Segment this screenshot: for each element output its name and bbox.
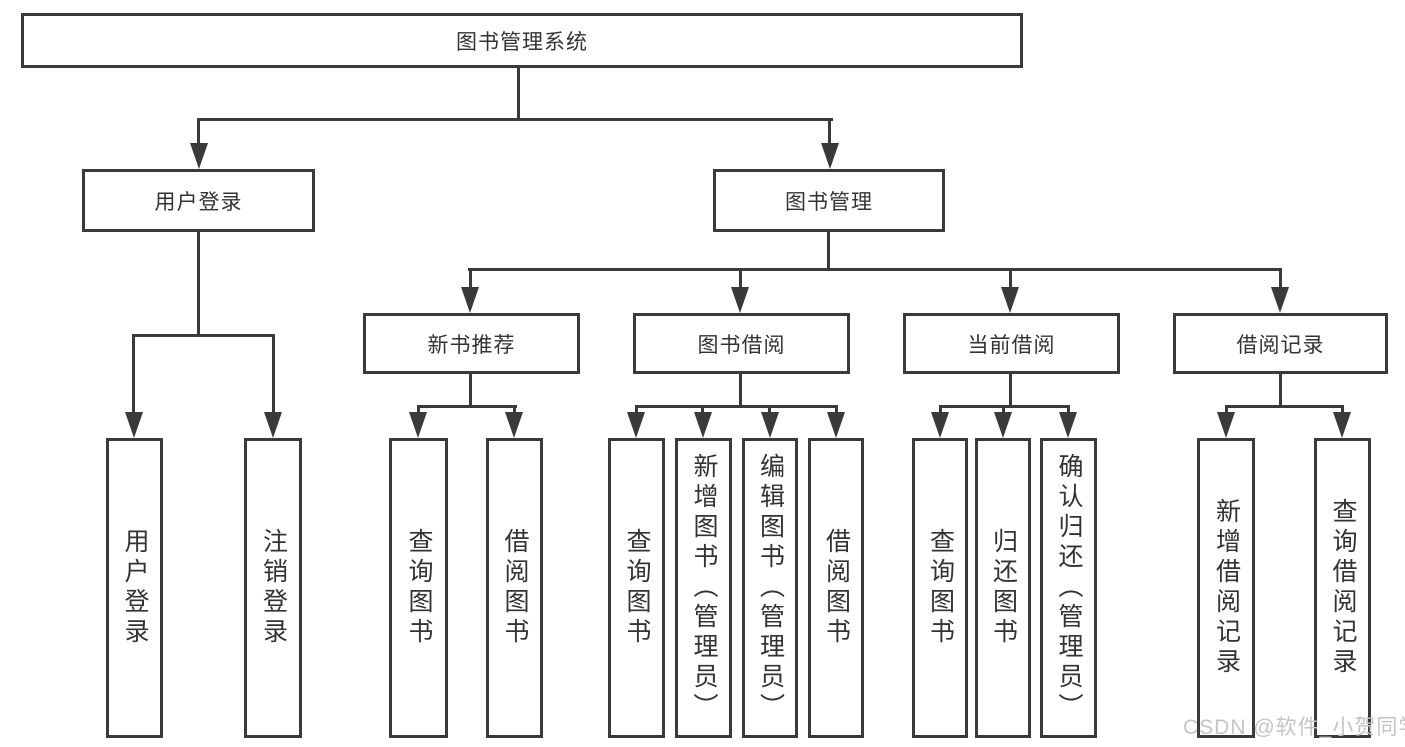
connector-line <box>739 268 742 290</box>
connector-arrowhead <box>731 287 749 313</box>
connector-arrowhead <box>409 412 427 438</box>
connector-line <box>417 405 420 416</box>
tree-node-label: 新书推荐 <box>427 333 516 357</box>
connector-line <box>197 118 833 121</box>
tree-node-current-borrowing: 当前借阅 <box>903 313 1120 374</box>
connector-arrowhead <box>827 412 845 438</box>
tree-node-label: 借阅记录 <box>1236 333 1325 357</box>
tree-leaf-label: 用户登录 <box>121 528 149 648</box>
connector-line <box>635 405 838 408</box>
connector-line <box>701 405 704 416</box>
connector-arrowhead <box>264 412 282 438</box>
tree-root-node: 图书管理系统 <box>21 13 1023 68</box>
tree-leaf-label: 注销登录 <box>259 528 288 648</box>
connector-line <box>1009 268 1012 290</box>
connector-line <box>1225 405 1228 416</box>
tree-leaf-label: 新增借阅记录 <box>1212 498 1241 678</box>
tree-leaf-query-books-recommend: 查询图书 <box>389 438 448 738</box>
tree-leaf-label: 借阅图书 <box>822 528 851 648</box>
tree-leaf-label: 归还图书 <box>989 528 1018 648</box>
connector-arrowhead <box>994 412 1012 438</box>
tree-leaf-label: 新增图书（管理员） <box>690 453 718 723</box>
connector-line <box>635 405 638 416</box>
tree-leaf-label: 确认归还（管理员） <box>1055 453 1083 723</box>
connector-arrowhead <box>505 412 523 438</box>
tree-leaf-label: 编辑图书（管理员） <box>756 453 785 723</box>
connector-line <box>835 405 838 416</box>
connector-arrowhead <box>1059 412 1077 438</box>
tree-leaf-label: 查询借阅记录 <box>1329 498 1357 678</box>
connector-line <box>272 334 275 416</box>
connector-line <box>768 405 771 416</box>
connector-arrowhead <box>125 412 143 438</box>
connector-line <box>132 334 135 416</box>
connector-arrowhead <box>1217 412 1235 438</box>
csdn-watermark: CSDN @软件_小贺同学 <box>1183 716 1405 739</box>
connector-line <box>1002 405 1005 416</box>
connector-arrowhead <box>1001 287 1019 313</box>
connector-line <box>197 232 200 336</box>
connector-arrowhead <box>1333 412 1351 438</box>
tree-node-label: 用户登录 <box>154 190 243 214</box>
tree-leaf-label: 查询图书 <box>926 528 955 648</box>
connector-arrowhead <box>821 143 839 169</box>
tree-leaf-edit-books-admin: 编辑图书（管理员） <box>742 438 798 738</box>
tree-node-label: 图书管理 <box>785 190 873 214</box>
connector-line <box>1279 374 1282 407</box>
tree-node-label: 当前借阅 <box>967 333 1056 357</box>
tree-leaf-borrow-books-recommend: 借阅图书 <box>486 438 543 738</box>
connector-line <box>513 405 516 416</box>
tree-leaf-query-books-current: 查询图书 <box>912 438 968 738</box>
tree-leaf-borrow-books: 借阅图书 <box>808 438 864 738</box>
tree-node-borrowing-records: 借阅记录 <box>1173 313 1388 374</box>
tree-node-book-management: 图书管理 <box>713 169 945 232</box>
connector-line <box>1067 405 1070 416</box>
connector-line <box>1225 405 1344 408</box>
connector-line <box>827 232 830 270</box>
tree-root-label: 图书管理系统 <box>456 30 588 54</box>
connector-line <box>1009 374 1012 407</box>
tree-leaf-add-borrow-record: 新增借阅记录 <box>1197 438 1255 738</box>
connector-line <box>517 68 520 120</box>
tree-leaf-add-books-admin: 新增图书（管理员） <box>675 438 732 738</box>
tree-leaf-label: 查询图书 <box>623 528 651 648</box>
tree-leaf-label: 借阅图书 <box>501 528 529 648</box>
connector-line <box>828 118 831 148</box>
tree-leaf-query-borrow-record: 查询借阅记录 <box>1314 438 1371 738</box>
connector-arrowhead <box>1271 287 1289 313</box>
tree-leaf-label: 查询图书 <box>405 528 433 648</box>
tree-leaf-confirm-return-admin: 确认归还（管理员） <box>1040 438 1097 738</box>
connector-line <box>468 268 1282 271</box>
tree-node-user-login: 用户登录 <box>82 169 315 232</box>
connector-line <box>132 334 275 337</box>
connector-line <box>1279 268 1282 290</box>
connector-arrowhead <box>761 412 779 438</box>
connector-arrowhead <box>627 412 645 438</box>
connector-arrowhead <box>461 287 479 313</box>
tree-leaf-logout: 注销登录 <box>244 438 302 738</box>
connector-line <box>939 405 942 416</box>
tree-leaf-return-books: 归还图书 <box>975 438 1031 738</box>
tree-leaf-user-login: 用户登录 <box>106 438 163 738</box>
tree-node-new-book-recommendation: 新书推荐 <box>363 313 580 374</box>
connector-line <box>739 374 742 407</box>
connector-line <box>197 118 200 148</box>
connector-arrowhead <box>190 143 208 169</box>
connector-line <box>417 405 517 408</box>
connector-line <box>469 374 472 407</box>
tree-node-label: 图书借阅 <box>697 333 786 357</box>
connector-line <box>1341 405 1344 416</box>
connector-arrowhead <box>694 412 712 438</box>
tree-node-book-borrowing: 图书借阅 <box>633 313 850 374</box>
connector-arrowhead <box>931 412 949 438</box>
connector-line <box>469 268 472 290</box>
tree-leaf-query-books-borrowing: 查询图书 <box>608 438 665 738</box>
